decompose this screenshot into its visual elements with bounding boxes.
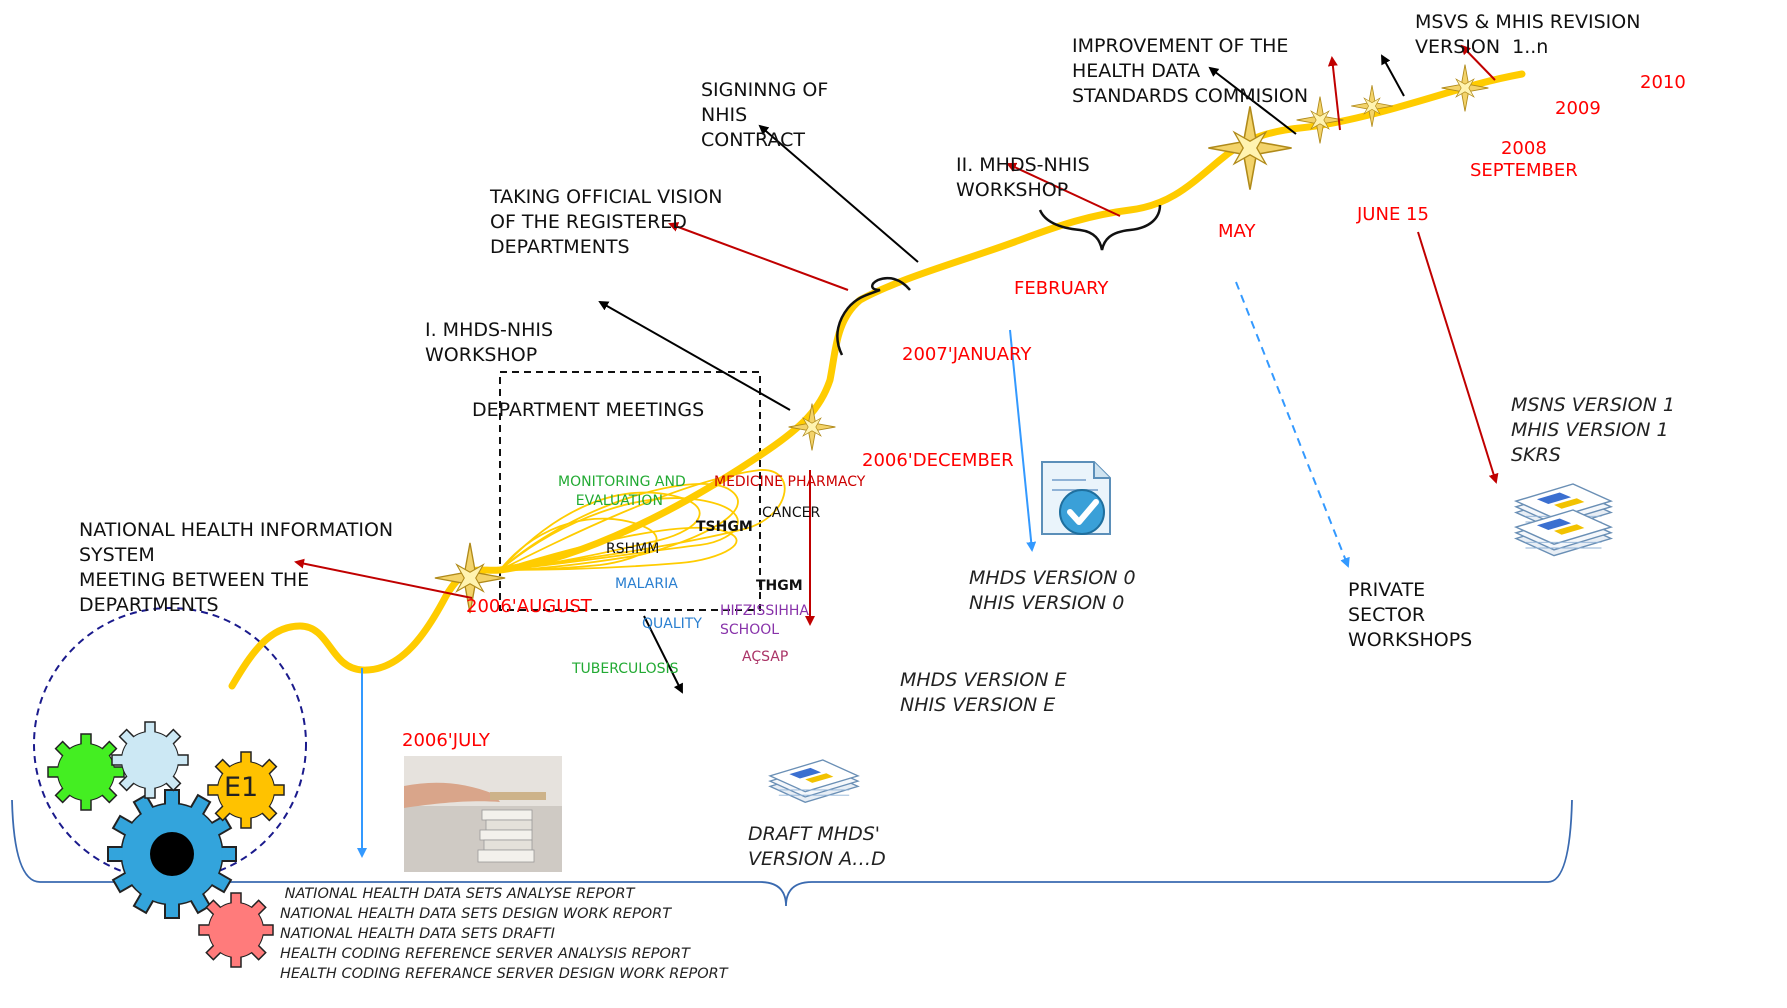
arrow-2008: [1327, 56, 1341, 131]
date-2009: 2009: [1555, 98, 1601, 119]
brace-may: [1038, 204, 1162, 251]
milestone-workshop-1: I. MHDS-NHIS WORKSHOP: [425, 319, 554, 366]
milestone-signing: SIGNINNG OF NHIS CONTRACT: [701, 79, 829, 151]
dept-hifzissihha: HIFZISSIHHA SCHOOL: [720, 603, 809, 638]
dept-monitoring: MONITORING AND EVALUATION: [558, 474, 686, 509]
arrow-draft: [643, 615, 683, 694]
arrow-workshop1: [598, 301, 791, 411]
document-stack-icon: [769, 759, 859, 803]
gear-icon: [198, 892, 274, 968]
arrow-signing: [758, 124, 919, 263]
date-2010: 2010: [1640, 72, 1686, 93]
version-draft: DRAFT MHDS' VERSION A…D: [748, 823, 886, 870]
milestone-national-his: NATIONAL HEALTH INFORMATION SYSTEM MEETI…: [79, 519, 394, 616]
milestone-workshop-2: II. MHDS-NHIS WORKSHOP: [956, 154, 1090, 201]
report-item: NATIONAL HEALTH DATA SETS DESIGN WORK RE…: [280, 906, 672, 922]
arrow-version-0: [1009, 329, 1037, 552]
milestone-official-vision: TAKING OFFICIAL VISION OF THE REGISTERED…: [490, 186, 723, 258]
version-0: MHDS VERSION 0 NHIS VERSION 0: [969, 567, 1136, 614]
arrow-version-1: [1417, 231, 1499, 484]
reports-list: NATIONAL HEALTH DATA SETS ANALYSE REPORT…: [280, 884, 728, 984]
milestone-department-meetings: DEPARTMENT MEETINGS: [472, 399, 705, 421]
compass-star-icon: [1207, 105, 1293, 191]
milestone-improvement: IMPROVEMENT OF THE HEALTH DATA STANDARDS…: [1072, 35, 1309, 107]
dept-acsap: AÇSAP: [742, 649, 789, 665]
gear-label: E1: [224, 772, 259, 803]
date-august: 2006'AUGUST: [466, 596, 592, 617]
arrow-2010: [1460, 44, 1496, 81]
gear-icon: [207, 751, 285, 829]
arrow-2009: [1381, 54, 1405, 97]
report-item: NATIONAL HEALTH DATA SETS DRAFTI: [280, 926, 555, 942]
gear-cluster-outline: [33, 607, 307, 881]
arrow-workshop2: [1006, 162, 1121, 217]
dept-quality: QUALITY: [642, 616, 702, 632]
dept-thgm: THGM: [756, 578, 803, 594]
department-meetings-box: [499, 371, 761, 611]
milestone-private-sector: PRIVATE SECTOR WORKSHOPS: [1348, 579, 1473, 651]
arrow-improvement: [1208, 66, 1297, 135]
arrow-private-sector: [1235, 281, 1350, 568]
compass-star-icon: [788, 403, 836, 451]
arrow-official-vision: [668, 222, 849, 291]
department-loops: [499, 469, 786, 571]
version-e: MHDS VERSION E NHIS VERSION E: [900, 669, 1067, 716]
version-1: MSNS VERSION 1 MHIS VERSION 1 SKRS: [1511, 394, 1675, 466]
date-july: 2006'JULY: [402, 730, 490, 751]
dept-tuberculosis: TUBERCULOSIS: [572, 661, 679, 677]
dept-cancer: CANCER: [762, 505, 821, 521]
report-item: HEALTH CODING REFERENCE SERVER ANALYSIS …: [280, 946, 690, 962]
compass-star-icon: [1441, 64, 1489, 112]
dept-rshmm: RSHMM: [606, 541, 660, 557]
gear-icon: [111, 721, 189, 799]
gear-icon: [107, 789, 237, 919]
date-june-15: JUNE 15: [1357, 204, 1429, 225]
timeline-path: [228, 70, 1526, 690]
arrow-national-his: [294, 558, 473, 599]
report-item: NATIONAL HEALTH DATA SETS ANALYSE REPORT: [280, 886, 635, 902]
dept-malaria: MALARIA: [615, 576, 678, 592]
date-december: 2006'DECEMBER: [862, 450, 1014, 471]
milestone-revision: MSVS & MHIS REVISION VERSION 1..n: [1415, 11, 1641, 58]
dept-tshgm: TSHGM: [696, 519, 753, 535]
date-2008-september: 2008 SEPTEMBER: [1470, 138, 1578, 181]
photo-hand-papers: [404, 756, 562, 872]
date-february: FEBRUARY: [1014, 278, 1109, 299]
gear-icon: [47, 733, 125, 811]
date-may: MAY: [1218, 221, 1256, 242]
brace-january-february: [836, 276, 911, 356]
dept-medicine: MEDICINE PHARMACY: [714, 474, 866, 490]
report-bracket: [11, 799, 1573, 907]
report-item: HEALTH CODING REFERANCE SERVER DESIGN WO…: [280, 966, 728, 982]
checked-document-icon: [1041, 461, 1111, 535]
date-january: 2007'JANUARY: [902, 344, 1032, 365]
